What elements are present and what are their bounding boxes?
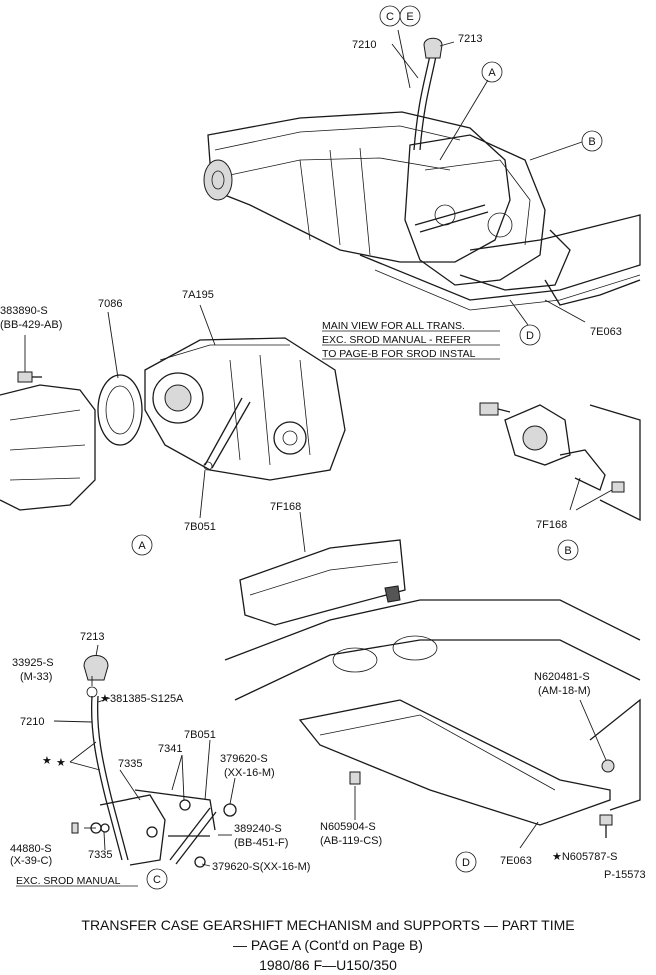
svg-text:C: C (386, 11, 394, 23)
ref-number: P-15573 (604, 869, 646, 881)
leaders-b (569, 477, 613, 511)
leaders-c (53, 644, 236, 867)
label-n605787: ★N605787-S (552, 851, 618, 863)
label-7335-a: 7335 (118, 758, 142, 770)
label-379620-a: 379620-S (220, 753, 268, 765)
star-left: ★ (42, 755, 52, 767)
view-c-assembly (71, 655, 237, 868)
circle-d-top: D (519, 324, 541, 346)
label-n620481-sub: (AM-18-M) (538, 685, 591, 697)
label-44880-sub: (X-39-C) (10, 855, 52, 867)
label-7341: 7341 (158, 743, 182, 755)
label-379620-b: 379620-S(XX-16-M) (212, 861, 310, 873)
circle-b-mid: B (557, 539, 579, 561)
label-381385: 381385-S125A (110, 693, 184, 705)
label-33925: 33925-S (12, 657, 54, 669)
svg-text:B: B (564, 545, 571, 557)
label-44880: 44880-S (10, 843, 52, 855)
label-7f168-right: 7F168 (536, 519, 567, 531)
main-view-note: MAIN VIEW FOR ALL TRANS. EXC. SROD MANUA… (322, 320, 500, 360)
caption-line-2: — PAGE A (Cont'd on Page B) (233, 937, 423, 953)
label-n620481: N620481-S (534, 671, 590, 683)
svg-text:A: A (138, 540, 146, 552)
label-7335-b: 7335 (88, 849, 112, 861)
label-n605904-sub: (AB-119-CS) (320, 835, 382, 847)
circle-a-mid: A (131, 534, 153, 556)
circle-b-top: B (581, 130, 603, 152)
circle-c-low: C (146, 868, 168, 890)
note-main-view-1: MAIN VIEW FOR ALL TRANS. (322, 320, 465, 332)
label-7213-top: 7213 (458, 33, 482, 45)
note-main-view-2: EXC. SROD MANUAL - REFER (322, 334, 471, 346)
svg-text:D: D (526, 330, 534, 342)
svg-text:B: B (588, 136, 595, 148)
view-b-assembly (479, 402, 641, 522)
star-low: ★ (56, 757, 66, 769)
label-n605904: N605904-S (320, 821, 376, 833)
star-381385: ★ (100, 693, 110, 705)
view-d-assembly (224, 539, 641, 838)
circle-e-top: E (399, 5, 421, 27)
label-383890: 383890-S (0, 305, 48, 317)
note-exc-srod: EXC. SROD MANUAL (16, 875, 121, 887)
svg-text:C: C (153, 874, 161, 886)
caption-line-3: 1980/86 F—U150/350 (259, 957, 397, 973)
label-7b051-mid: 7B051 (184, 521, 216, 533)
leaders-d (299, 511, 607, 849)
view-a-assembly (0, 337, 346, 511)
note-main-view-3: TO PAGE-B FOR SROD INSTAL (322, 348, 476, 360)
circle-d-low: D (455, 851, 477, 873)
leaders-a (24, 304, 216, 519)
circle-c-top: C (379, 5, 401, 27)
circle-a-top: A (481, 61, 503, 83)
main-view-assembly (203, 37, 641, 311)
label-7e063-low: 7E063 (500, 855, 532, 867)
label-389240-sub: (BB-451-F) (234, 837, 288, 849)
label-33925-sub: (M-33) (20, 671, 52, 683)
svg-text:D: D (462, 857, 470, 869)
label-7210-top: 7210 (352, 39, 376, 51)
label-7213-low: 7213 (80, 631, 104, 643)
label-7e063-top: 7E063 (590, 326, 622, 338)
label-383890-sub: (BB-429-AB) (0, 319, 62, 331)
leaders-top (391, 29, 586, 326)
label-7f168-mid: 7F168 (270, 501, 301, 513)
svg-text:A: A (488, 67, 496, 79)
caption-line-1: TRANSFER CASE GEARSHIFT MECHANISM and SU… (81, 917, 574, 933)
label-7b051-low: 7B051 (184, 729, 216, 741)
label-7210-low: 7210 (20, 716, 44, 728)
label-389240: 389240-S (234, 823, 282, 835)
svg-text:E: E (406, 11, 413, 23)
label-7086: 7086 (98, 298, 122, 310)
label-7a195: 7A195 (182, 289, 214, 301)
label-379620-a-sub: (XX-16-M) (224, 767, 275, 779)
